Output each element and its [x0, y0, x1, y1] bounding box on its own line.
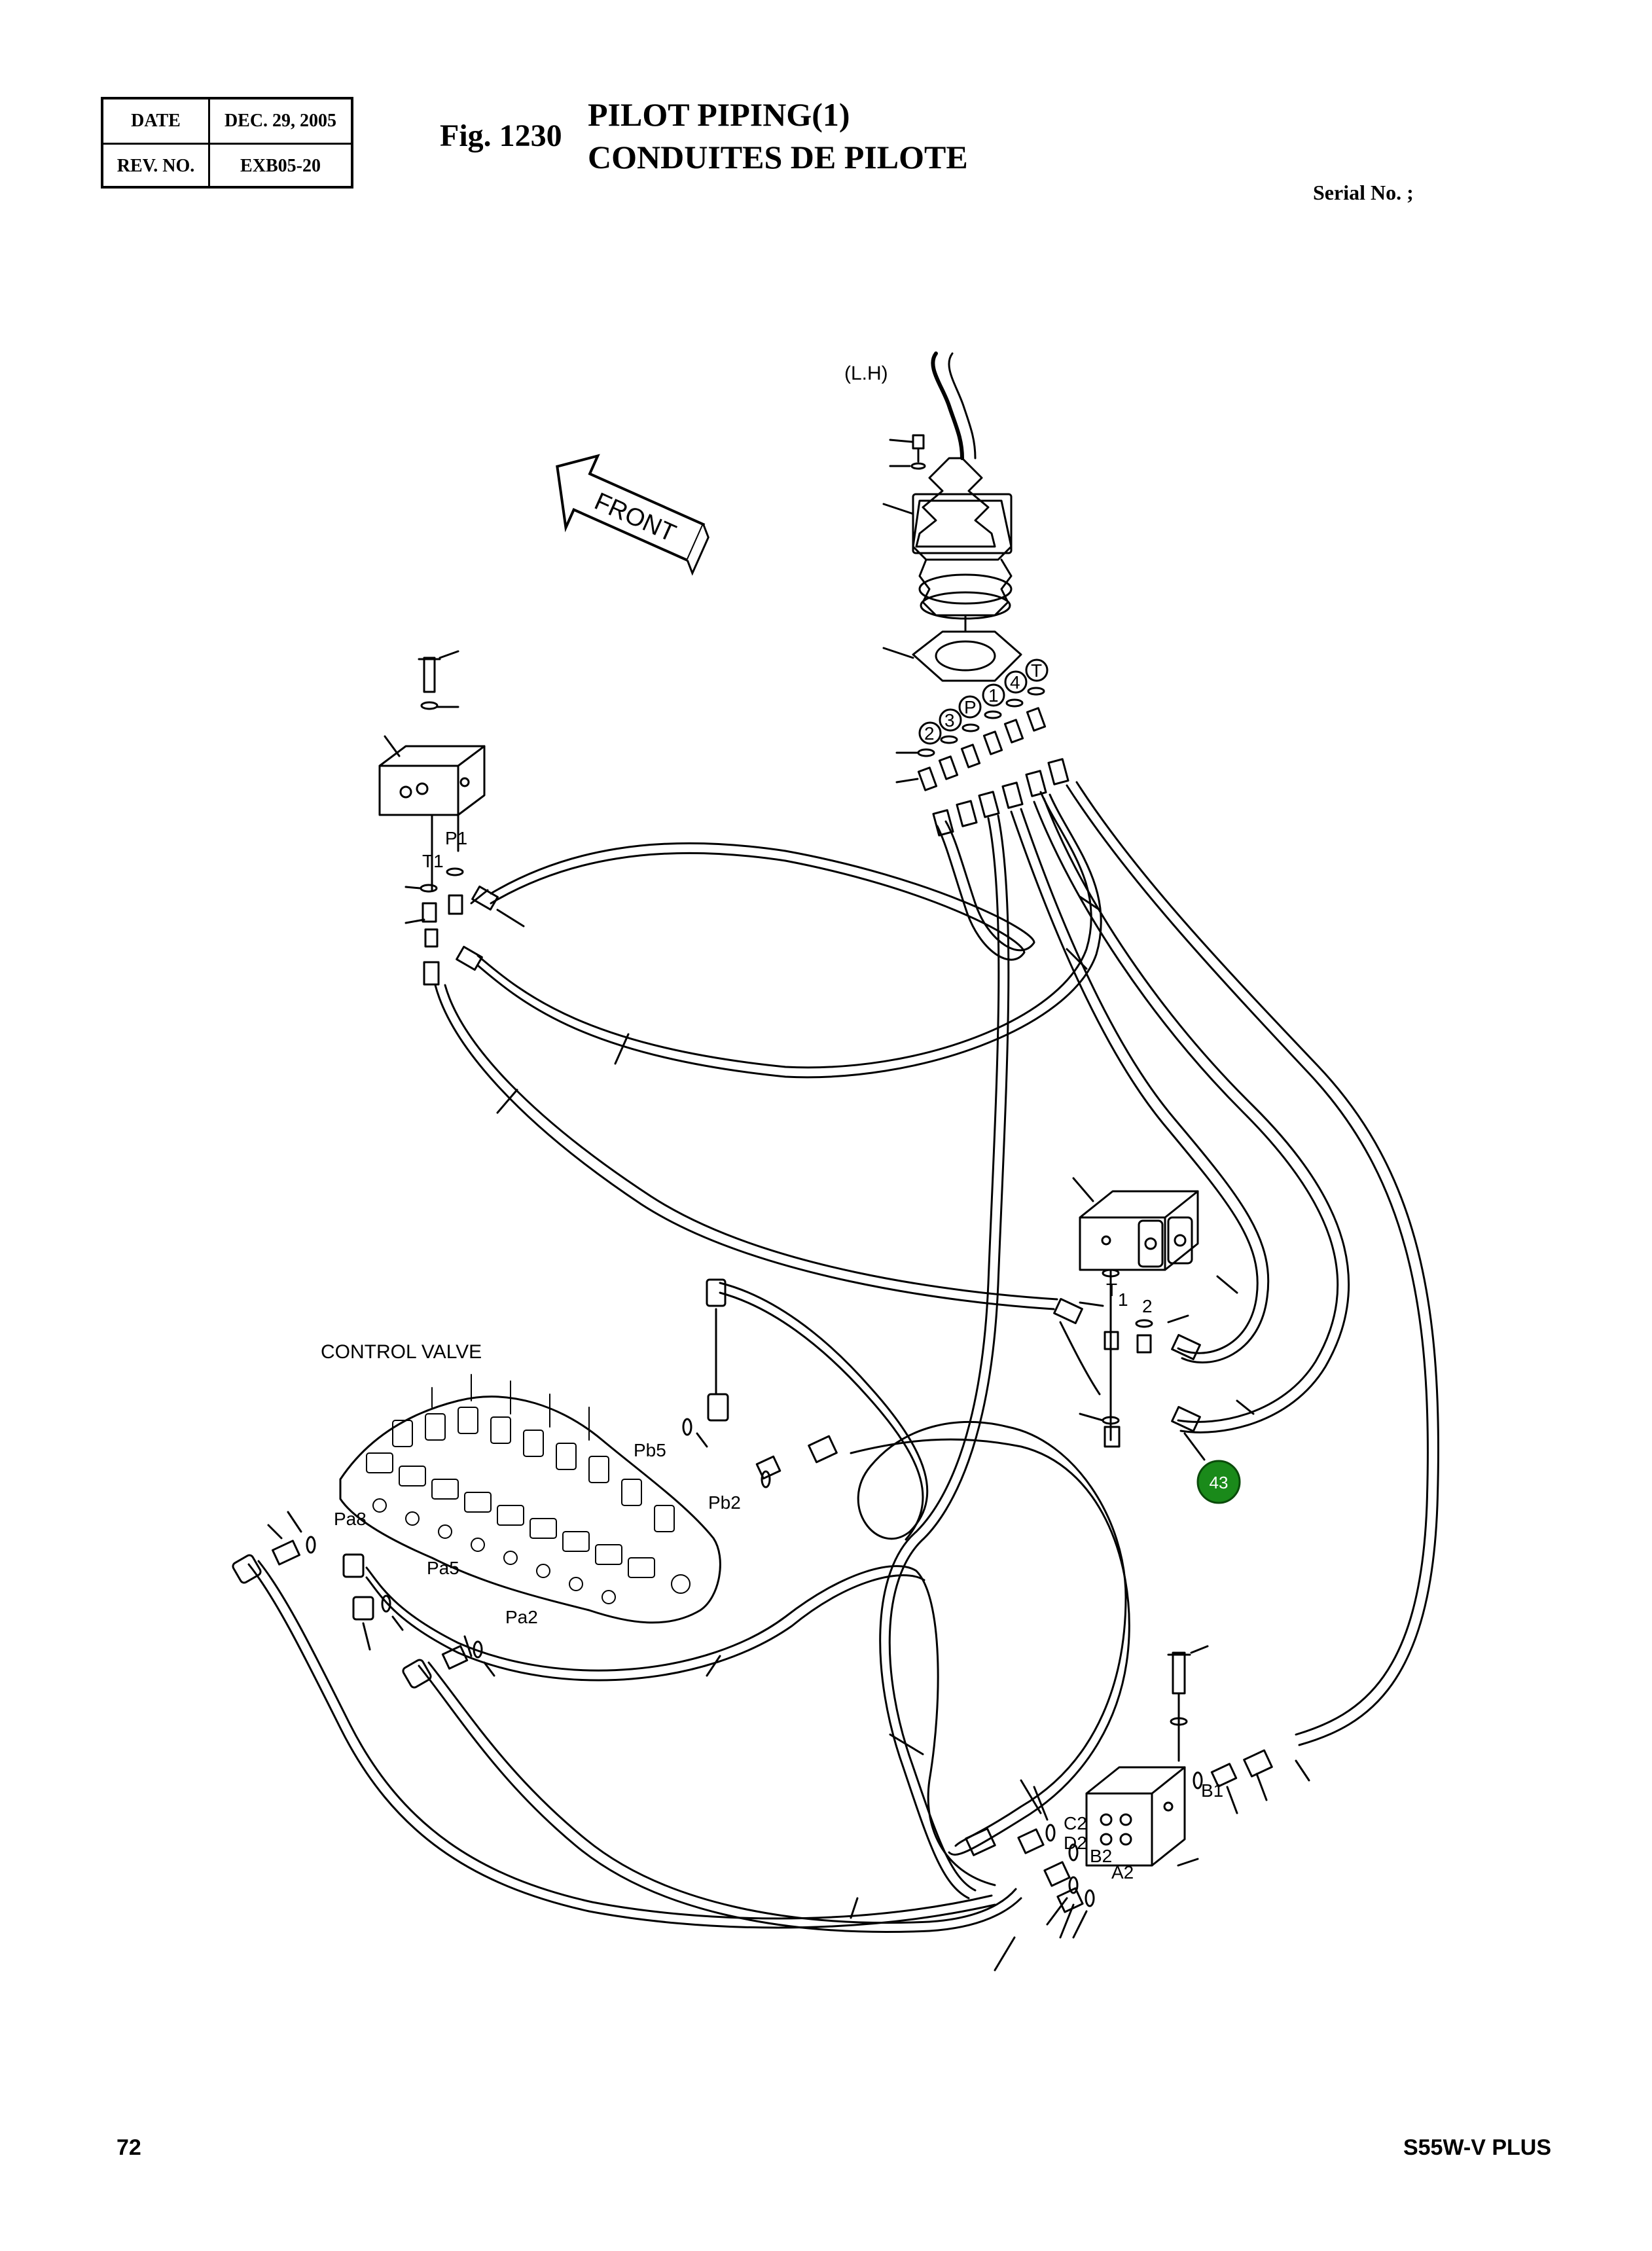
orientation-label: (L.H) — [844, 363, 888, 384]
control-valve-fittings — [232, 1278, 838, 1689]
manifold-label-c2: C2 — [1064, 1813, 1087, 1833]
valve-label-pa2: Pa2 — [505, 1607, 538, 1627]
manifold-label-b1: B1 — [1201, 1780, 1223, 1801]
revision-value: EXB05-20 — [240, 156, 321, 176]
callout-43-badge — [1196, 1460, 1241, 1504]
valve-label-pa8: Pa8 — [334, 1509, 367, 1529]
port-label-p: P — [964, 697, 977, 717]
date-label: DATE — [103, 99, 210, 143]
callout-43[interactable]: 43 — [1196, 1460, 1241, 1504]
port-label-1: 1 — [988, 685, 999, 706]
valve-label-pb2: Pb2 — [708, 1492, 741, 1513]
front-arrow: FRONT — [556, 454, 709, 576]
port-label-t: T — [1031, 660, 1042, 681]
control-valve-label: CONTROL VALVE — [321, 1341, 482, 1363]
pilot-hoses — [247, 781, 1439, 1933]
joystick-hose-ends — [932, 758, 1069, 837]
callout-43-number: 43 — [1210, 1473, 1229, 1492]
port-label-t1: T1 — [422, 851, 444, 871]
figure-title-english: PILOT PIPING(1) — [588, 96, 850, 133]
date-value: DEC. 29, 2005 — [224, 111, 337, 131]
valve-label-pa5: Pa5 — [427, 1558, 459, 1578]
leader-lines — [496, 895, 1238, 1972]
switch-valve — [1053, 1177, 1255, 1461]
port-label-p1: P1 — [445, 828, 467, 848]
figure-title-french: CONDUITES DE PILOTE — [588, 139, 968, 175]
pilot-block-left — [378, 650, 499, 986]
switch-label-2: 2 — [1142, 1296, 1153, 1316]
manifold-label-a2: A2 — [1111, 1862, 1134, 1882]
manifold-label-d2: D2 — [1064, 1833, 1087, 1853]
switch-label-t: T — [1106, 1280, 1117, 1300]
joystick-assembly — [882, 351, 1022, 682]
switch-label-1: 1 — [1118, 1289, 1128, 1310]
figure-number: Fig. 1230 — [440, 118, 562, 153]
control-valve — [339, 1374, 721, 1624]
revision-label: REV. NO. — [103, 145, 210, 188]
page-number: 72 — [117, 2135, 141, 2160]
serial-number-label: Serial No. ; — [1313, 181, 1414, 204]
date-row: DATE DEC. 29, 2005 — [103, 99, 351, 143]
lower-manifold — [965, 1645, 1310, 1939]
valve-label-pb5: Pb5 — [634, 1440, 666, 1460]
port-label-2: 2 — [924, 723, 935, 744]
manifold-label-b2: B2 — [1090, 1846, 1112, 1866]
revision-row: REV. NO. EXB05-20 — [103, 143, 351, 188]
revision-table: DATE DEC. 29, 2005 REV. NO. EXB05-20 — [101, 97, 353, 189]
joystick-port-markers — [918, 658, 1049, 745]
model-name: S55W-V PLUS — [1403, 2135, 1551, 2160]
port-label-4: 4 — [1010, 672, 1020, 693]
port-label-3: 3 — [944, 710, 955, 730]
joystick-fittings — [895, 687, 1047, 791]
